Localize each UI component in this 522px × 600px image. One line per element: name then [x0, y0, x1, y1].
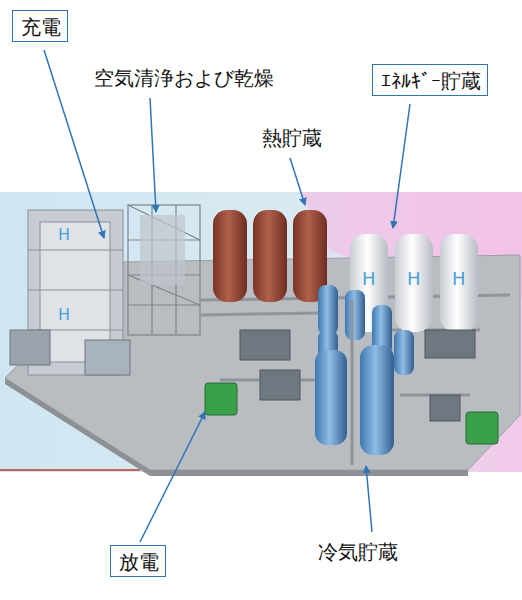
leader-lines	[44, 50, 410, 542]
box-text: ｴﾈﾙｷﾞｰ貯蔵	[381, 69, 479, 93]
logo-h: H	[362, 268, 376, 289]
box-text: 充電	[21, 15, 59, 39]
cold-storage-label: 冷気貯蔵	[318, 540, 398, 564]
air-purification-label: 空気清浄および乾燥	[94, 66, 274, 90]
discharge-box: 放電	[110, 545, 166, 577]
box-text: 放電	[119, 550, 157, 574]
logo-h: H	[407, 268, 421, 289]
energy-storage-box: ｴﾈﾙｷﾞｰ貯蔵	[372, 64, 488, 96]
logo-h: H	[58, 225, 70, 244]
logo-h: H	[58, 305, 70, 324]
charge-box: 充電	[12, 10, 68, 42]
logo-h: H	[452, 268, 466, 289]
heat-storage-label: 熱貯蔵	[262, 126, 322, 150]
